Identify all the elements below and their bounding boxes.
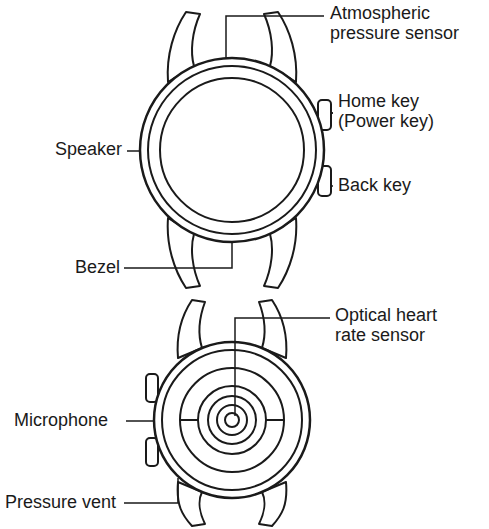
part-label: Pressure vent bbox=[5, 493, 125, 513]
leader-line bbox=[235, 318, 330, 416]
plate-seam bbox=[180, 419, 198, 421]
part-label: Back key bbox=[338, 176, 448, 196]
part-label: Atmospheric pressure sensor bbox=[330, 4, 480, 44]
part-label: Bezel bbox=[75, 258, 125, 278]
part-label: Microphone bbox=[14, 411, 124, 431]
sensor-ring bbox=[198, 386, 266, 454]
sensor-plate bbox=[180, 368, 284, 472]
part-label: Speaker bbox=[55, 140, 127, 160]
watch-case bbox=[140, 58, 324, 242]
plate-seam bbox=[266, 419, 284, 421]
leader-line bbox=[331, 185, 333, 187]
part-label: Optical heart rate sensor bbox=[335, 306, 463, 346]
leader-line bbox=[127, 150, 140, 152]
watch-back-case bbox=[154, 342, 310, 498]
sensor-ring bbox=[217, 405, 247, 435]
leader-line bbox=[332, 112, 333, 114]
watch-display bbox=[160, 78, 304, 222]
optical-sensor bbox=[225, 413, 239, 427]
watch-bezel bbox=[148, 66, 316, 234]
watch-back-rim bbox=[162, 350, 302, 490]
leader-line bbox=[124, 242, 232, 268]
leader-line bbox=[226, 16, 324, 58]
sensor-ring bbox=[208, 396, 256, 444]
leader-line bbox=[331, 112, 333, 114]
leader-line bbox=[126, 420, 154, 422]
leader-line bbox=[124, 478, 178, 503]
part-label: Home key (Power key) bbox=[338, 92, 450, 132]
